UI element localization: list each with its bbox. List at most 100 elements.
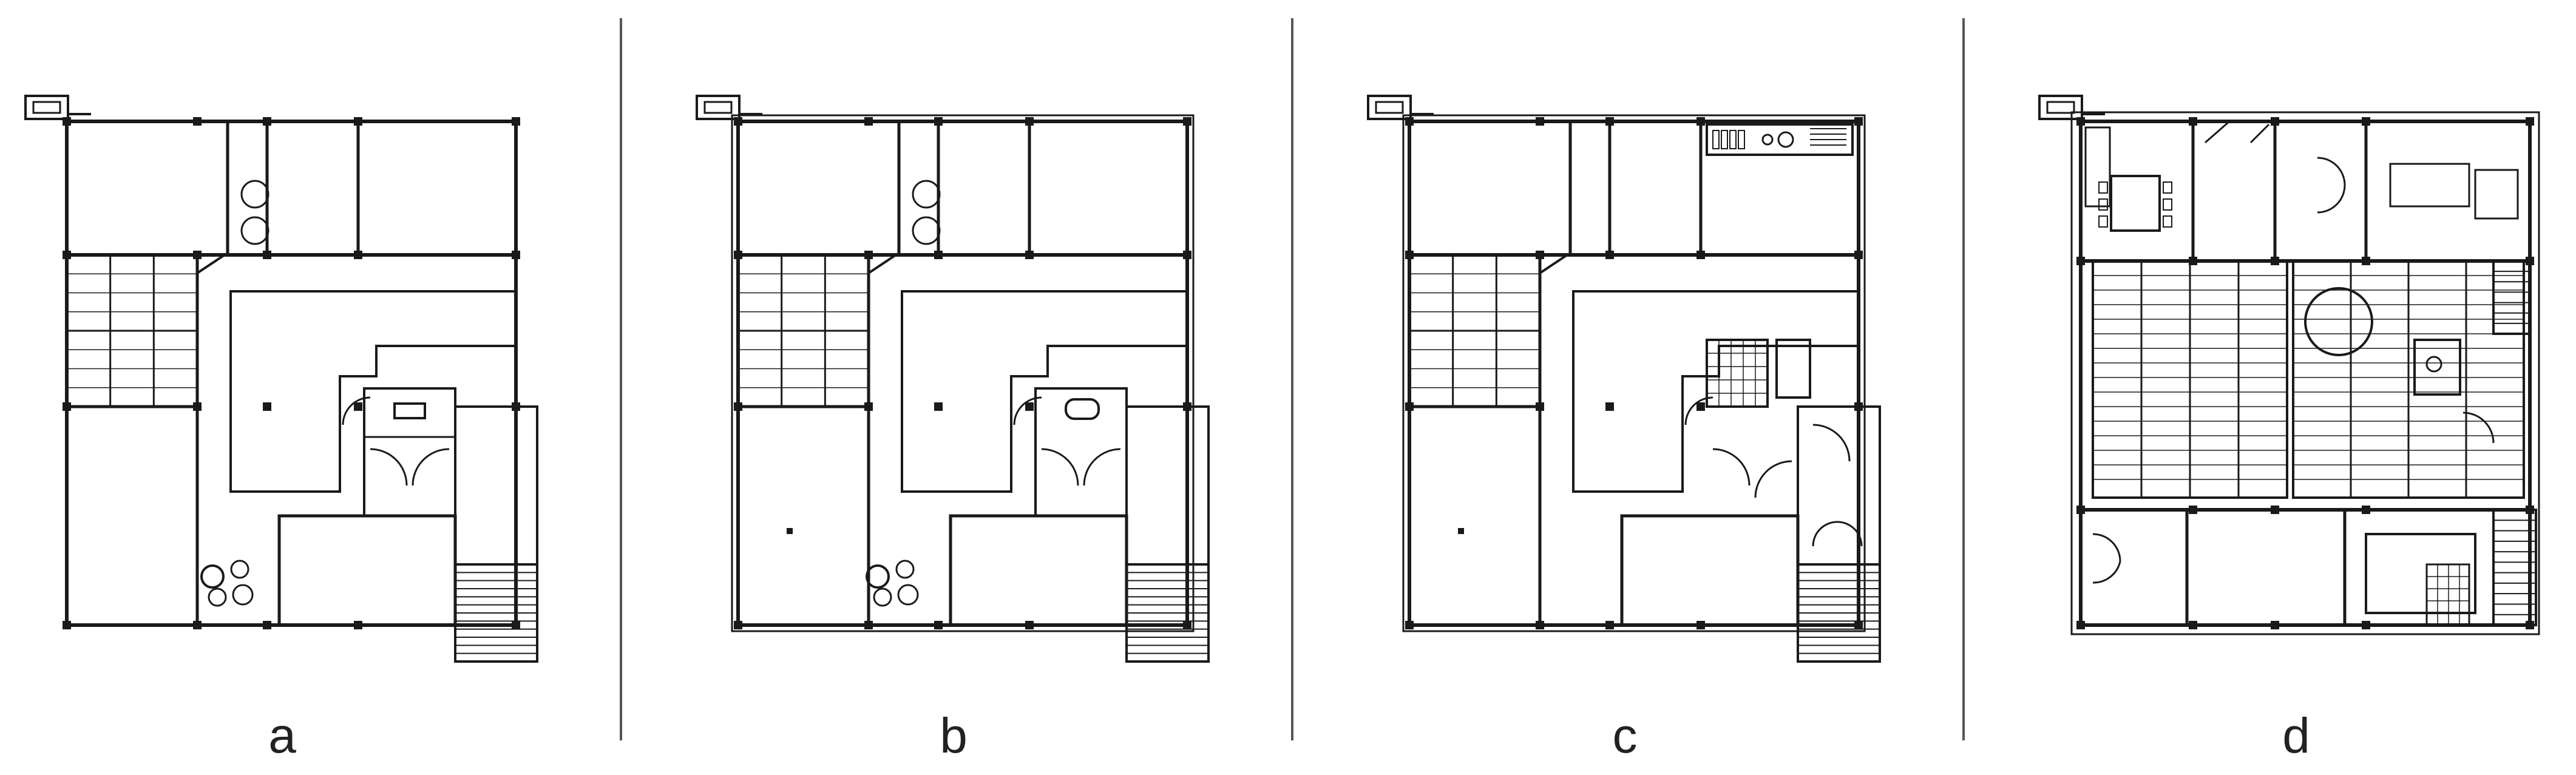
column: [2076, 621, 2085, 629]
counter-detail: [1729, 130, 1737, 149]
chimney-flue: [703, 101, 733, 114]
column: [734, 117, 742, 126]
dining-table: [2110, 175, 2161, 232]
column: [1854, 621, 1863, 629]
column: [1536, 621, 1544, 629]
column: [2189, 257, 2197, 265]
panel-divider-2: [1291, 18, 1293, 740]
panel-label-d: d: [2282, 708, 2310, 763]
chair: [2098, 181, 2108, 194]
outer-wall: [65, 120, 518, 627]
door-swing: [1041, 448, 1079, 486]
door-swing: [1083, 448, 1121, 486]
column: [2189, 117, 2197, 126]
door-swing: [2317, 184, 2346, 214]
wall: [196, 254, 226, 274]
counter-detail: [1721, 130, 1728, 149]
floor-plan-c: [1367, 95, 1881, 663]
column: [1696, 621, 1705, 629]
toilet: [2425, 356, 2442, 373]
floor-plan-b: [696, 95, 1210, 663]
column: [2076, 257, 2085, 265]
column: [1696, 117, 1705, 126]
chimney-flue: [1375, 101, 1404, 114]
door-swing: [2092, 561, 2121, 584]
panel-divider-1: [620, 18, 622, 740]
chimney: [696, 95, 741, 120]
chimney: [24, 95, 69, 120]
column: [1536, 251, 1544, 259]
chair: [2098, 198, 2108, 211]
column: [193, 402, 202, 411]
door-swing: [1712, 448, 1751, 486]
hearth-ring: [208, 587, 227, 607]
column: [864, 621, 873, 629]
column: [1854, 117, 1863, 126]
column: [2076, 117, 2085, 126]
bathroom: [1706, 339, 1769, 408]
column: [1536, 402, 1544, 411]
column: [193, 621, 202, 629]
column: [2189, 506, 2197, 514]
hearth-ring: [897, 584, 919, 606]
courtyard: [901, 290, 1188, 493]
well: [912, 216, 941, 245]
kitchen: [2084, 126, 2111, 208]
stair: [2492, 509, 2537, 626]
column: [934, 621, 943, 629]
door-swing: [1837, 521, 1863, 547]
column: [1458, 528, 1464, 534]
column: [193, 251, 202, 259]
kitchen-counter: [1706, 123, 1854, 156]
column: [1405, 402, 1414, 411]
column: [1025, 117, 1034, 126]
hearth-ring: [866, 564, 890, 589]
column: [864, 117, 873, 126]
outer-wall: [1408, 120, 1860, 627]
chimney: [2038, 95, 2083, 120]
column: [934, 402, 943, 411]
column: [63, 117, 71, 126]
door-swing: [370, 448, 408, 486]
column: [354, 402, 362, 411]
chair: [2163, 181, 2172, 194]
column: [864, 402, 873, 411]
column: [1605, 117, 1614, 126]
chimney-flue: [2046, 101, 2075, 114]
column: [63, 621, 71, 629]
desk-2: [2474, 169, 2519, 220]
desk: [2389, 163, 2470, 208]
column: [1405, 251, 1414, 259]
column: [2271, 506, 2279, 514]
column: [934, 117, 943, 126]
panel-label-c: c: [1612, 708, 1638, 763]
courtyard: [1572, 290, 1860, 493]
courtyard: [229, 290, 517, 493]
column: [1536, 117, 1544, 126]
stair-landing: [1797, 405, 1881, 566]
panel-label-a: a: [268, 708, 296, 763]
wc: [1775, 339, 1811, 399]
column: [1696, 251, 1705, 259]
door-swing: [1754, 460, 1792, 498]
door-swing: [1812, 521, 1838, 547]
door-swing: [2092, 533, 2121, 562]
sink: [1761, 134, 1774, 146]
outer-wall-2: [2070, 111, 2540, 635]
column: [1183, 402, 1191, 411]
chimney: [1367, 95, 1412, 120]
round-table: [2304, 287, 2373, 356]
column: [1854, 251, 1863, 259]
column: [1183, 251, 1191, 259]
door-swing: [1013, 396, 1042, 425]
chair: [2163, 198, 2172, 211]
door-swing: [342, 396, 371, 425]
door-swing: [2462, 411, 2495, 444]
outer-wall-2: [1402, 114, 1866, 632]
panel-label-b: b: [940, 708, 968, 763]
column: [1605, 402, 1614, 411]
column: [1854, 402, 1863, 411]
column: [2271, 117, 2279, 126]
column: [263, 621, 271, 629]
